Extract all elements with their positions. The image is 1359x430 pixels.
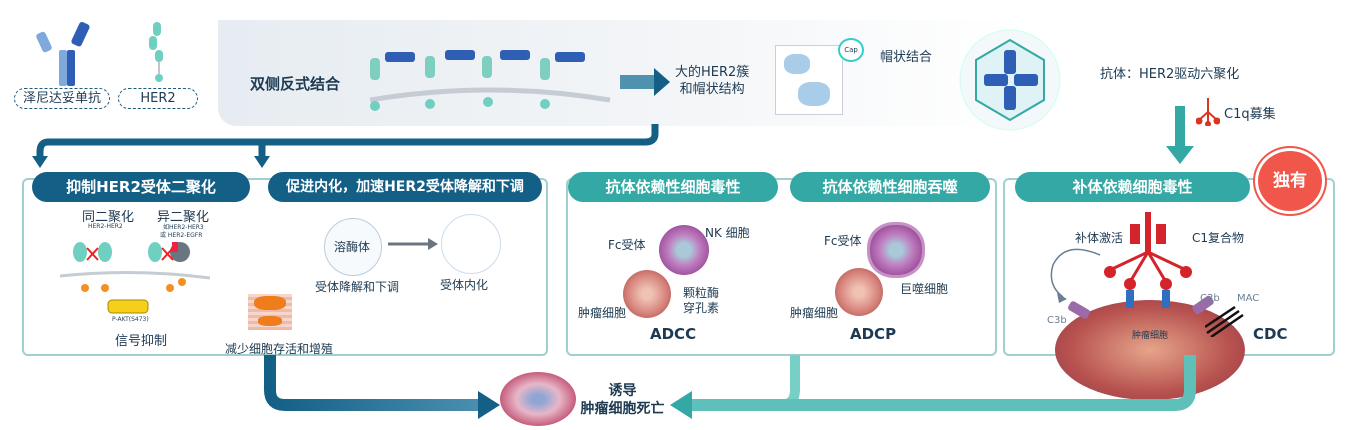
arrow-right-icon bbox=[388, 238, 438, 250]
hetero-sub2: 或 HER2-EGFR bbox=[160, 232, 203, 239]
tumor-label: 肿瘤细胞 bbox=[578, 306, 627, 320]
internal-label: 受体内化 bbox=[440, 278, 489, 292]
tumor2-label: 肿瘤细胞 bbox=[790, 306, 839, 320]
antibody-icon bbox=[36, 21, 90, 86]
activation-label: 补体激活 bbox=[1075, 231, 1124, 245]
adcp-label: ADCP bbox=[850, 325, 897, 343]
arrow-down-icon bbox=[1166, 106, 1194, 164]
degrade-label: 受体降解和下调 bbox=[315, 280, 400, 294]
fc-label: Fc受体 bbox=[608, 238, 646, 252]
antibody-legend-label: 泽尼达妥单抗 bbox=[14, 88, 110, 109]
lysosome-label: 溶酶体 bbox=[334, 240, 371, 254]
cluster-line1: 大的HER2簇 bbox=[675, 65, 750, 80]
dying-tumor-cell-icon bbox=[500, 372, 576, 426]
dimerization-illustration bbox=[60, 242, 210, 314]
her2-legend-label: HER2 bbox=[118, 88, 198, 109]
arrow-right-icon bbox=[620, 68, 670, 96]
c3b-left-label: C3b bbox=[1047, 315, 1067, 326]
her2-icon bbox=[149, 22, 163, 82]
panel-adcc-adcp bbox=[566, 178, 997, 356]
internalized-vesicle-icon bbox=[441, 214, 501, 274]
perforin-label: 穿孔素 bbox=[683, 301, 720, 315]
lysosome-icon bbox=[324, 218, 382, 276]
adcc-label: ADCC bbox=[650, 325, 697, 343]
hetero-sub1: 如HER2-HER3 bbox=[163, 224, 204, 231]
cap-tag: Cap bbox=[838, 38, 864, 62]
tumor-label: 肿瘤细胞 bbox=[1132, 331, 1169, 341]
macrophage-label: 巨噬细胞 bbox=[900, 282, 949, 296]
binding-band bbox=[218, 20, 1018, 126]
exclusive-badge: 独有 bbox=[1255, 148, 1325, 214]
c1q-icon bbox=[1196, 98, 1220, 126]
nk-cell-icon bbox=[659, 225, 709, 275]
header-adcp: 抗体依赖性细胞吞噬 bbox=[790, 172, 990, 202]
signal-label: 信号抑制 bbox=[115, 334, 168, 349]
death-line2: 肿瘤细胞死亡 bbox=[580, 401, 665, 417]
header-cdc: 补体依赖细胞毒性 bbox=[1015, 172, 1250, 202]
c3b-right-label: C3b bbox=[1200, 293, 1220, 304]
reduce-label: 减少细胞存活和增殖 bbox=[225, 342, 334, 356]
header-dimerization: 抑制HER2受体二聚化 bbox=[32, 172, 250, 202]
cluster-line2: 和帽状结构 bbox=[679, 82, 745, 97]
cdc-label: CDC bbox=[1253, 325, 1288, 343]
cap-binding-label: 帽状结合 bbox=[880, 50, 933, 65]
cluster-image: Cap bbox=[775, 38, 864, 115]
convergence-arrows bbox=[264, 355, 1196, 419]
death-line1: 诱导 bbox=[608, 383, 637, 399]
connector-arrows bbox=[32, 124, 659, 168]
binding-label: 双侧反式结合 bbox=[250, 75, 341, 93]
homo-label: 同二聚化 bbox=[82, 210, 135, 225]
mac-icon bbox=[1205, 305, 1244, 337]
cell-proliferation-icon bbox=[248, 294, 292, 330]
pakt-label: P-AKT(S473) bbox=[112, 316, 149, 323]
hetero-label: 异二聚化 bbox=[157, 210, 210, 225]
header-internalization: 促进内化，加速HER2受体降解和下调 bbox=[268, 172, 542, 202]
nk-label: NK 细胞 bbox=[705, 226, 750, 240]
macrophage-icon bbox=[870, 225, 922, 275]
curved-arrow-icon bbox=[1050, 248, 1101, 303]
c1q-label: C1q募集 bbox=[1224, 107, 1276, 122]
c1-complex-icon bbox=[1104, 212, 1192, 308]
hexamer-icon bbox=[959, 29, 1061, 131]
c1-label: C1复合物 bbox=[1192, 231, 1245, 245]
tumor-cell-icon bbox=[835, 268, 883, 316]
tumor-cell-icon bbox=[623, 270, 671, 318]
hexamer-label: 抗体：HER2驱动六聚化 bbox=[1100, 67, 1240, 82]
mac-label: MAC bbox=[1237, 293, 1260, 304]
fc2-label: Fc受体 bbox=[824, 234, 862, 248]
homo-sub: HER2-HER2 bbox=[88, 223, 123, 230]
granzyme-label: 颗粒酶 bbox=[683, 286, 720, 300]
trans-binding-illustration bbox=[369, 50, 611, 111]
header-adcc: 抗体依赖性细胞毒性 bbox=[568, 172, 778, 202]
